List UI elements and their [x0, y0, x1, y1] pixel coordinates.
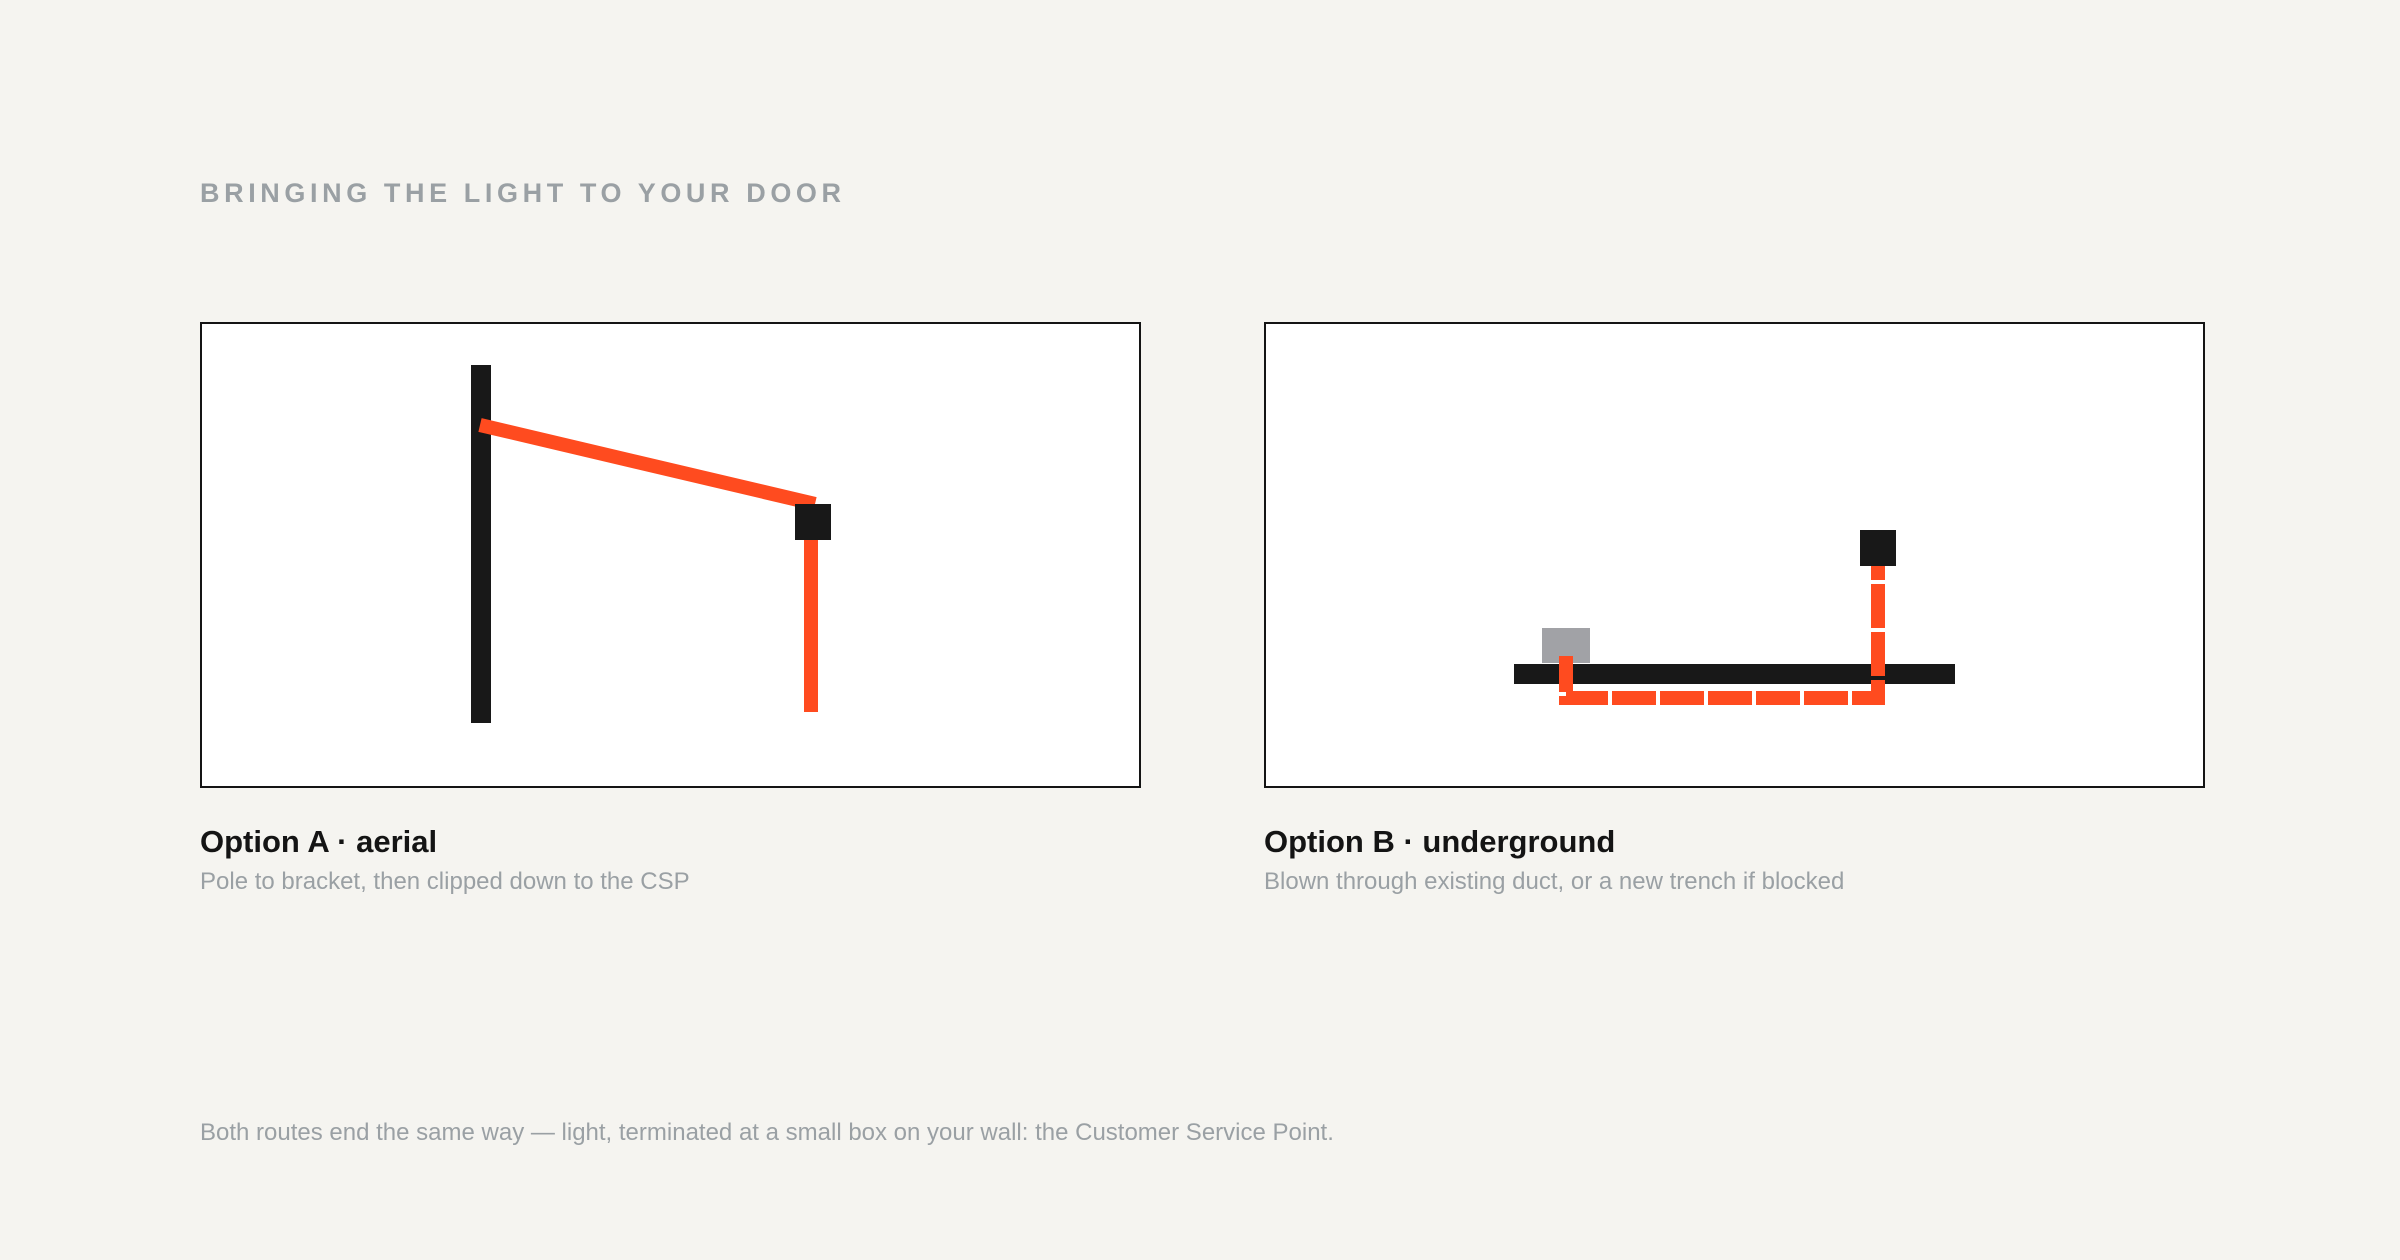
wall-bracket-csp-box: [795, 504, 831, 540]
option-b-caption: Blown through existing duct, or a new tr…: [1264, 868, 1845, 895]
utility-pole: [471, 365, 491, 723]
aerial-diagram-svg: [471, 365, 831, 723]
ground-line: [1514, 664, 1955, 684]
option-a-title: Option A · aerial: [200, 824, 438, 859]
page-heading: BRINGING THE LIGHT TO YOUR DOOR: [200, 178, 846, 208]
wall-csp-box: [1860, 530, 1896, 566]
option-b-title: Option B · underground: [1264, 824, 1616, 859]
aerial-fibre-span: [478, 418, 817, 511]
underground-diagram-svg: [1514, 530, 1955, 705]
footnote-text: Both routes end the same way — light, te…: [200, 1119, 1334, 1146]
option-a-caption: Pole to bracket, then clipped down to th…: [200, 868, 690, 895]
duct-fibre-route: [1559, 558, 1885, 705]
aerial-diagram: [200, 322, 1141, 788]
underground-diagram: [1264, 322, 2205, 788]
